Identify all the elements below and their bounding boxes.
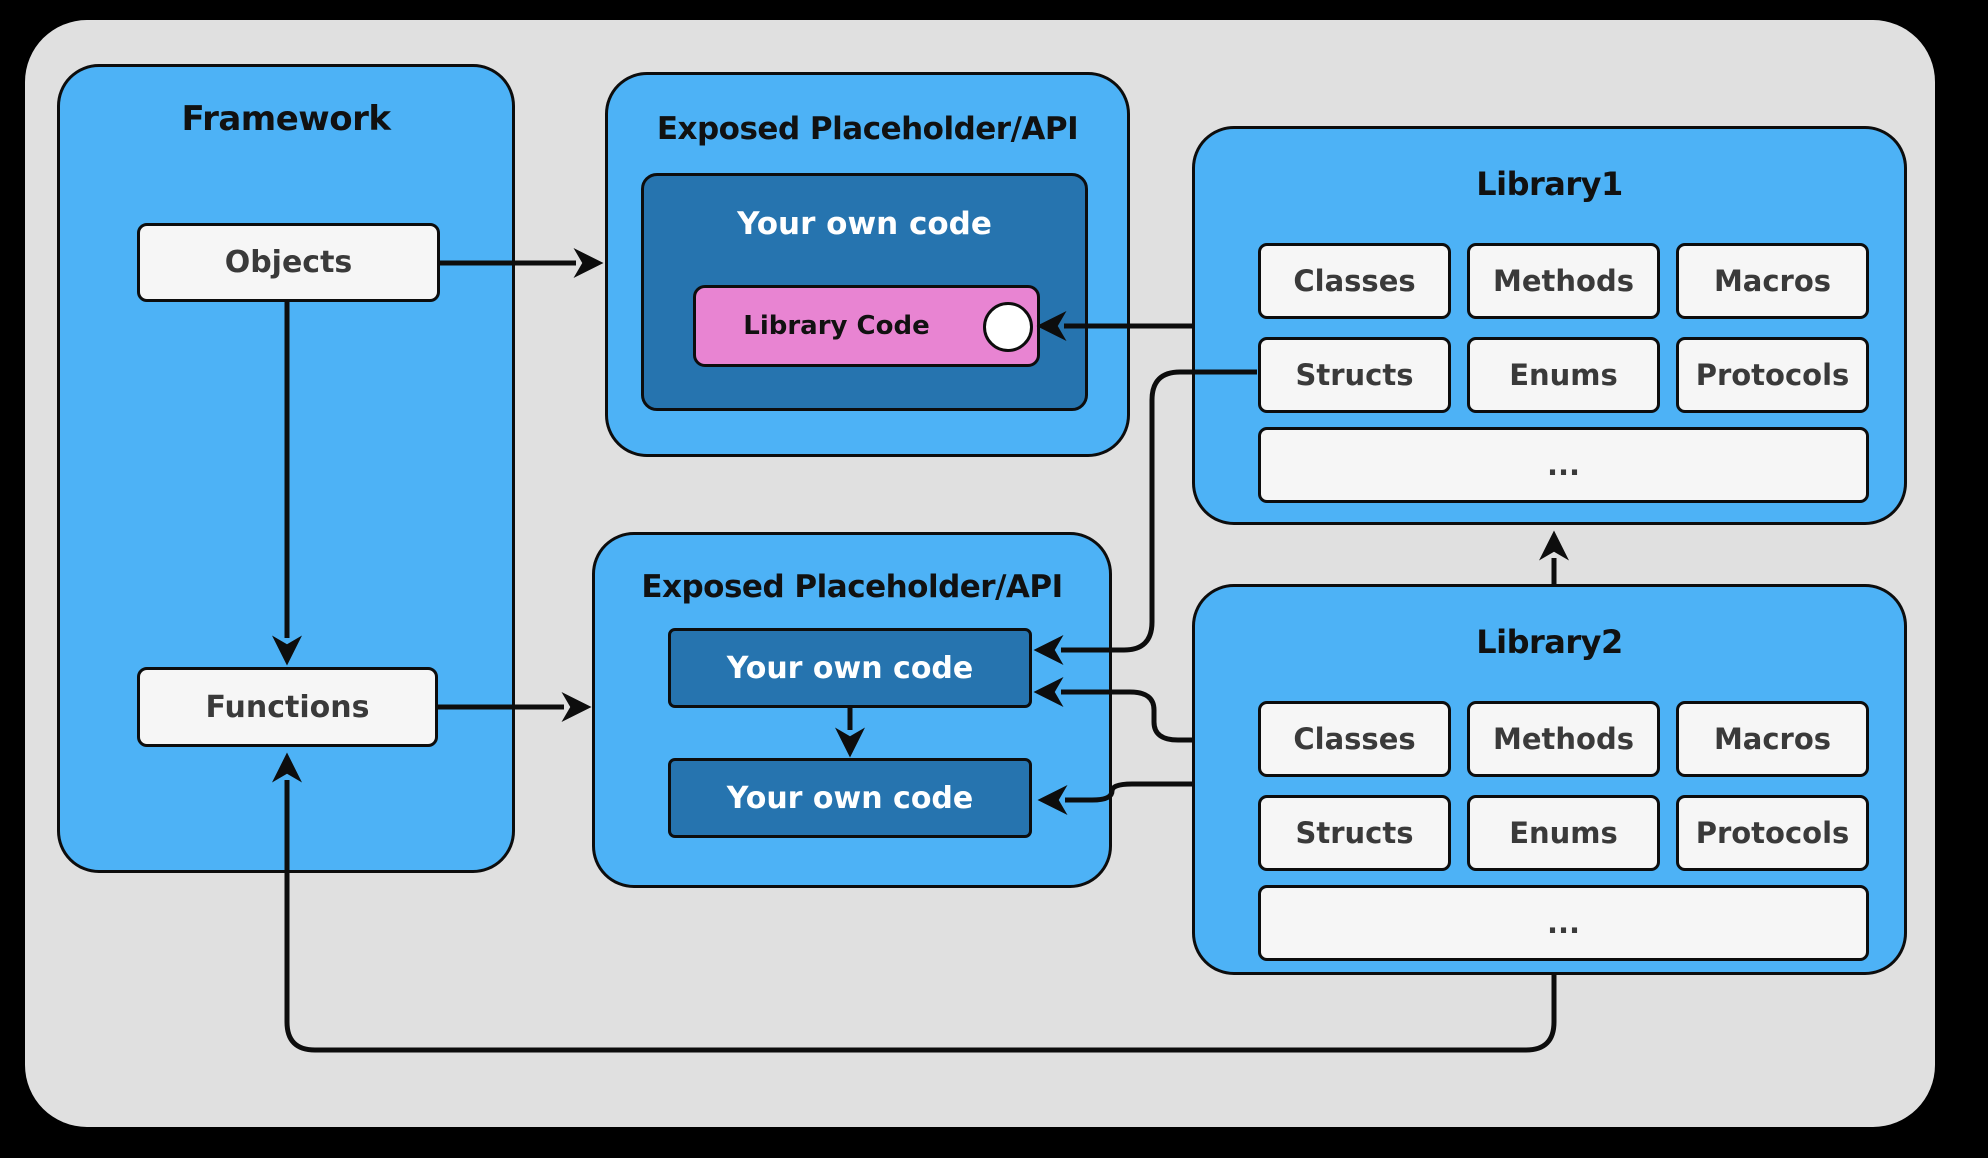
library1-node: Library1 Classes Methods Macros Structs … [1192,126,1907,525]
library2-title: Library2 [1476,623,1623,661]
library2-cell-protocols: Protocols [1676,795,1869,871]
bottom-your-own-code-node-2: Your own code [668,758,1032,838]
top-exposed-api-node: Exposed Placeholder/API Your own code Li… [605,72,1130,457]
library2-cell-ellipsis: ... [1258,885,1869,961]
bottom-exposed-api-node: Exposed Placeholder/API Your own code Yo… [592,532,1112,888]
bottom-your-own-code-node-1: Your own code [668,628,1032,708]
bottom-exposed-api-title: Exposed Placeholder/API [641,569,1063,605]
library2-cell-classes: Classes [1258,701,1451,777]
objects-node: Objects [137,223,440,302]
framework-title: Framework [181,99,391,139]
library2-cell-methods: Methods [1467,701,1660,777]
library1-title: Library1 [1476,165,1623,203]
library2-cell-macros: Macros [1676,701,1869,777]
connector-port-circle [983,302,1033,352]
top-your-own-code-label: Your own code [737,206,992,242]
library1-cell-methods: Methods [1467,243,1660,319]
library1-cell-ellipsis: ... [1258,427,1869,503]
library2-node: Library2 Classes Methods Macros Structs … [1192,584,1907,975]
library1-cell-protocols: Protocols [1676,337,1869,413]
functions-node: Functions [137,667,438,747]
library2-cell-structs: Structs [1258,795,1451,871]
framework-node: Framework Objects Functions [57,64,515,873]
library1-cell-structs: Structs [1258,337,1451,413]
top-exposed-api-title: Exposed Placeholder/API [656,111,1079,147]
library1-cell-enums: Enums [1467,337,1660,413]
library-code-label: Library Code [743,311,930,341]
library1-cell-macros: Macros [1676,243,1869,319]
library1-cell-classes: Classes [1258,243,1451,319]
library2-cell-enums: Enums [1467,795,1660,871]
